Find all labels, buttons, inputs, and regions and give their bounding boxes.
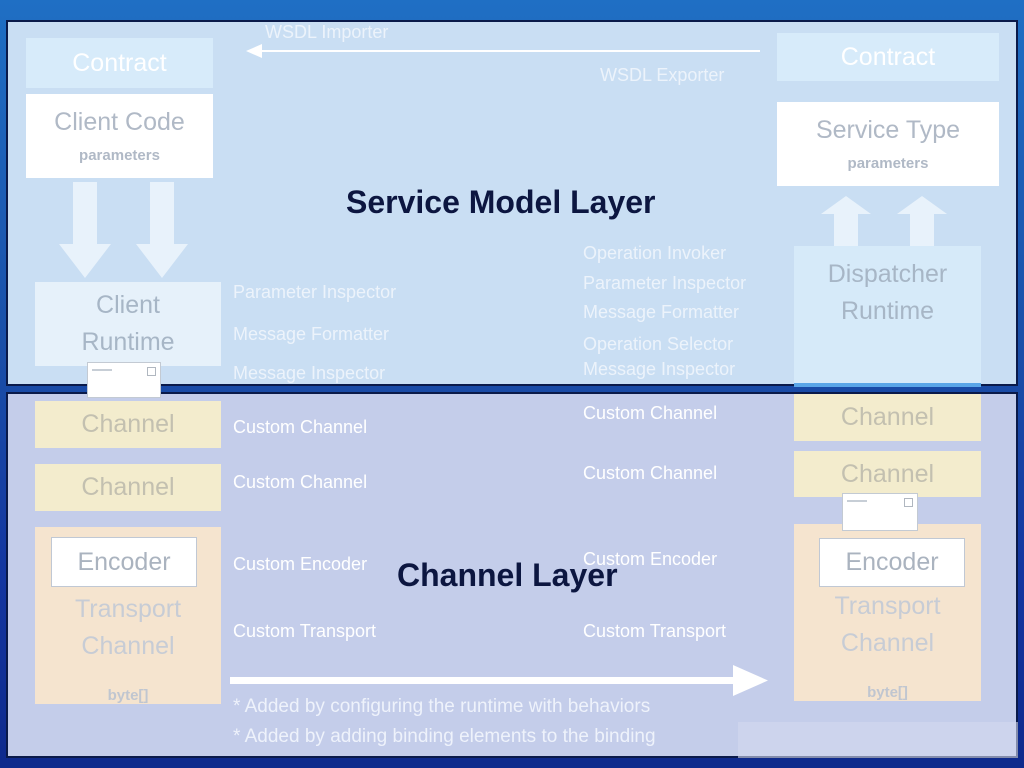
- service-message-envelope: [842, 493, 918, 531]
- client-transport-label: Transport Channel: [74, 595, 182, 660]
- service-type-title: Service Type: [815, 116, 961, 144]
- client-code-parameters: parameters: [79, 147, 160, 164]
- service-transport-label: Transport Channel: [834, 592, 941, 657]
- client-message-envelope: [87, 362, 161, 398]
- client-custom-channel-label-2: Custom Channel: [233, 472, 368, 492]
- service-parameter-inspector-label: Parameter Inspector: [583, 273, 747, 293]
- service-custom-channel-label-2: Custom Channel: [583, 463, 718, 483]
- wsdl-importer-label: WSDL Importer: [265, 22, 389, 42]
- footnote-behaviors: * Added by configuring the runtime with …: [233, 696, 651, 717]
- client-custom-channel-label-1: Custom Channel: [233, 417, 368, 437]
- service-transport-box: Encoder Transport Channel byte[]: [794, 524, 981, 701]
- service-encoder-box: Encoder: [819, 538, 965, 587]
- client-channel-label-1: Channel: [81, 410, 175, 438]
- client-bytes-label: byte[]: [107, 687, 149, 704]
- client-encoder-label: Encoder: [77, 547, 171, 576]
- client-custom-transport-label: Custom Transport: [233, 621, 377, 641]
- client-down-arrows: [59, 182, 188, 278]
- client-custom-encoder-label: Custom Encoder: [233, 554, 368, 574]
- service-operation-invoker-label: Operation Invoker: [583, 243, 727, 263]
- service-up-arrows: [821, 196, 947, 250]
- channel-layer-heading: Channel Layer: [397, 557, 618, 593]
- service-channel-label-1: Channel: [840, 403, 935, 431]
- client-runtime-label: Client Runtime: [81, 291, 175, 356]
- client-contract-label: Contract: [72, 48, 167, 77]
- service-custom-encoder-label: Custom Encoder: [583, 549, 718, 569]
- footnote-binding: * Added by adding binding elements to th…: [233, 726, 656, 747]
- service-message-formatter-label: Message Formatter: [583, 302, 740, 322]
- client-transport-box: Encoder Transport Channel byte[]: [35, 527, 221, 704]
- client-encoder-box: Encoder: [51, 537, 197, 587]
- client-contract-box: Contract: [26, 38, 213, 88]
- service-type-parameters: parameters: [847, 155, 929, 172]
- client-runtime-box: Client Runtime: [35, 282, 221, 366]
- wsdl-importer-arrow: [246, 44, 760, 58]
- dispatcher-runtime-box: Dispatcher Runtime: [794, 246, 981, 386]
- wsdl-exporter-label: WSDL Exporter: [600, 65, 725, 85]
- corner-shade: [738, 722, 1018, 758]
- client-channel-box-2: Channel: [35, 464, 221, 511]
- dispatcher-runtime-accent: [794, 383, 981, 387]
- service-type-box: Service Type parameters: [777, 102, 999, 186]
- client-channel-label-2: Channel: [81, 473, 175, 501]
- service-encoder-label: Encoder: [845, 548, 939, 576]
- client-code-box: Client Code parameters: [26, 94, 213, 178]
- service-channel-box-1: Channel: [794, 394, 981, 441]
- service-message-inspector-label: Message Inspector: [583, 359, 736, 379]
- transport-arrow: [230, 665, 768, 696]
- service-channel-box-2: Channel: [794, 451, 981, 497]
- client-channel-box-1: Channel: [35, 401, 221, 448]
- service-channel-label-2: Channel: [840, 459, 935, 488]
- client-code-title: Client Code: [54, 108, 185, 136]
- service-custom-transport-label: Custom Transport: [583, 621, 727, 641]
- client-message-inspector-label: Message Inspector: [233, 363, 386, 383]
- service-contract-label: Contract: [840, 42, 936, 71]
- service-model-layer-heading: Service Model Layer: [346, 184, 656, 220]
- client-message-formatter-label: Message Formatter: [233, 324, 390, 344]
- dispatcher-runtime-label: Dispatcher Runtime: [827, 260, 948, 325]
- service-bytes-label: byte[]: [867, 684, 908, 701]
- service-operation-selector-label: Operation Selector: [583, 334, 734, 354]
- client-parameter-inspector-label: Parameter Inspector: [233, 282, 397, 302]
- service-custom-channel-label-1: Custom Channel: [583, 403, 718, 423]
- service-contract-box: Contract: [777, 33, 999, 81]
